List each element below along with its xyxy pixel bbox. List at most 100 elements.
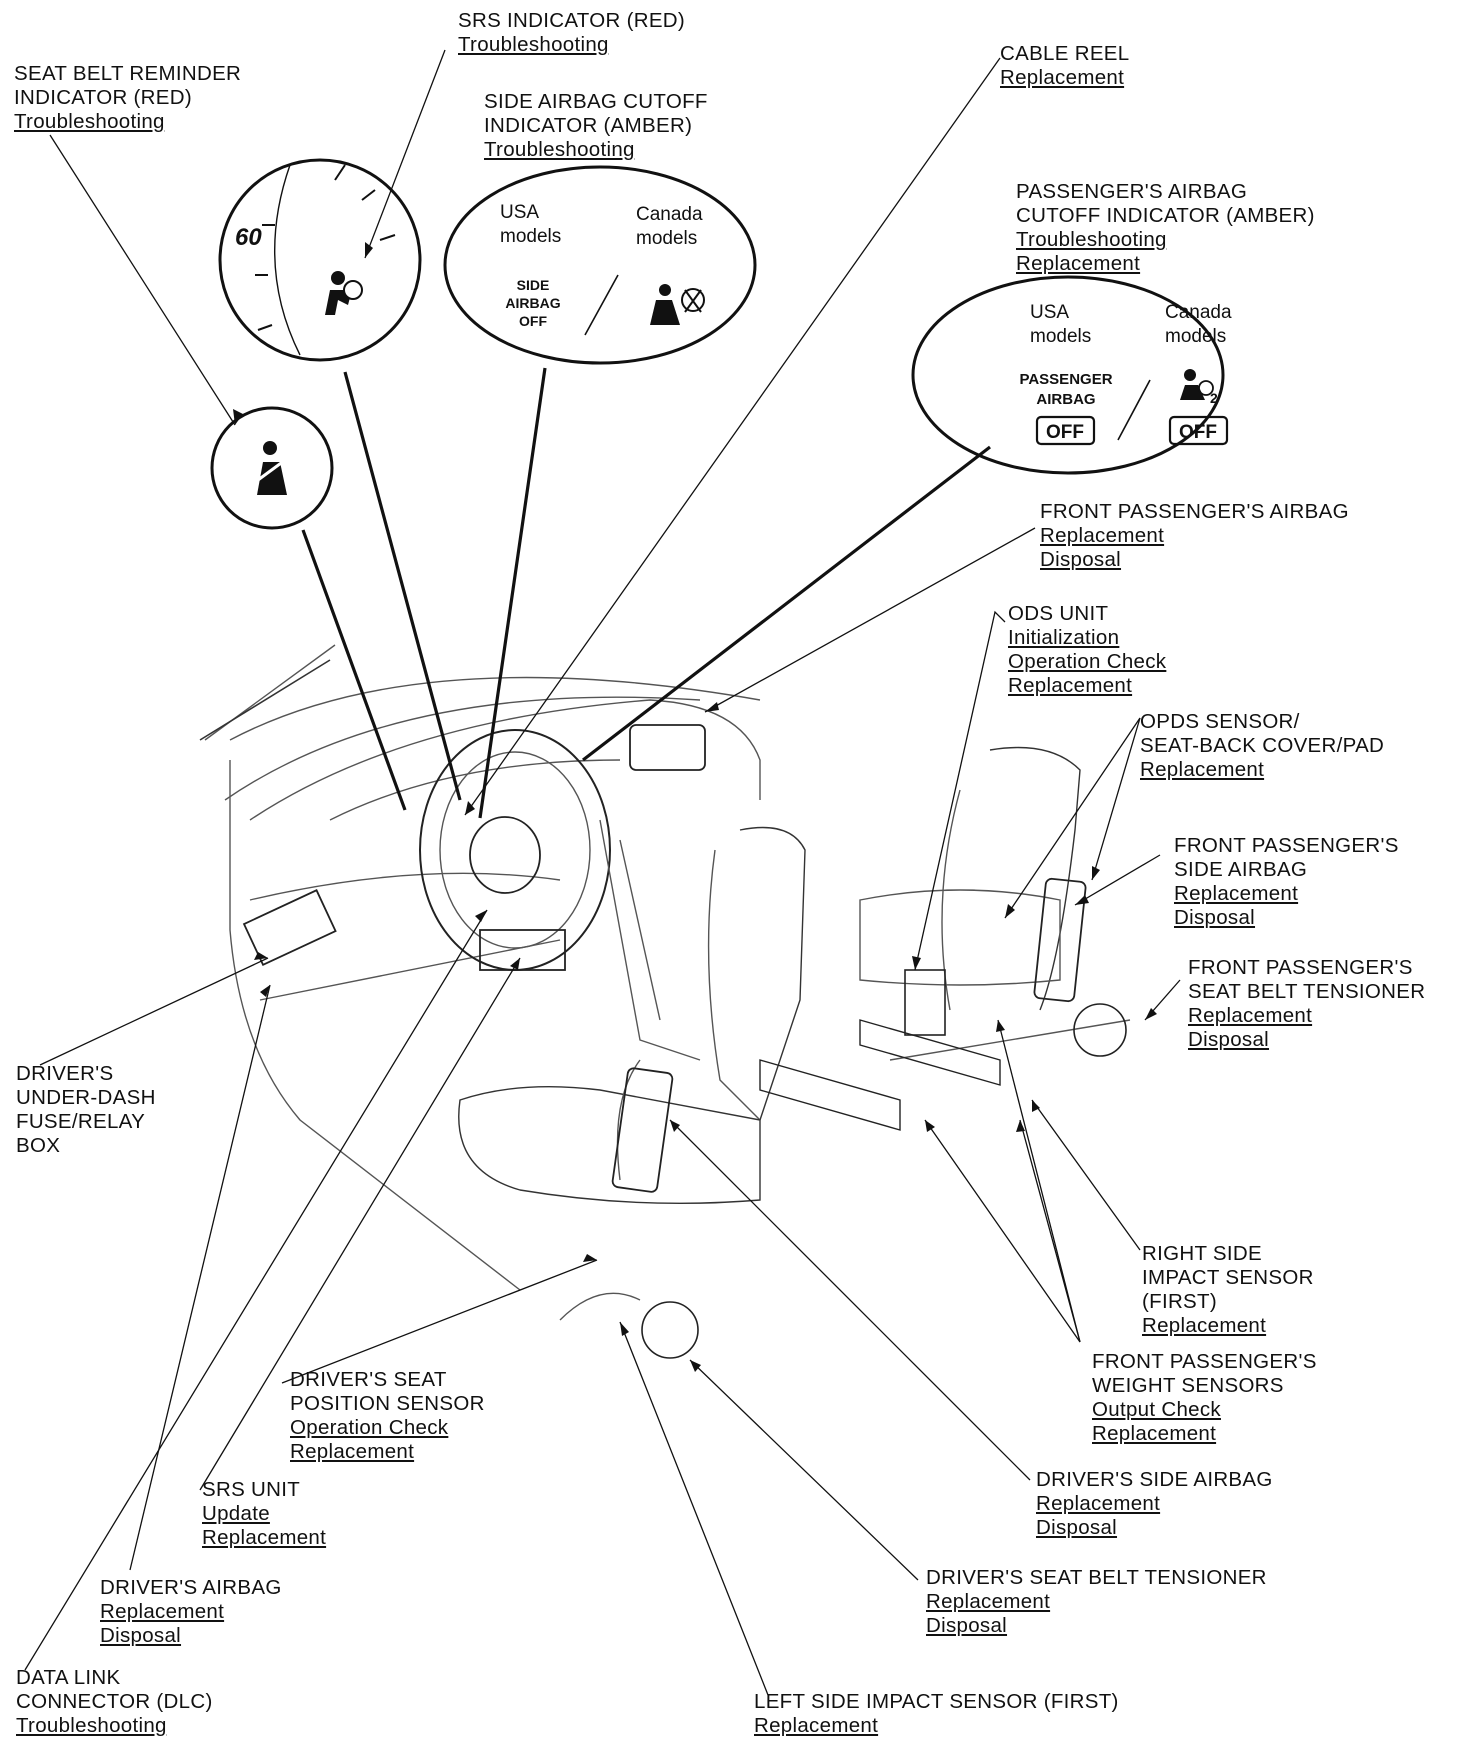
indicator-leader-lines bbox=[301, 367, 991, 819]
leader-lines bbox=[24, 49, 1181, 1696]
link-troubleshooting[interactable]: Troubleshooting bbox=[16, 1714, 167, 1737]
canada-subscript: 2 bbox=[1210, 390, 1218, 406]
title-line: CONNECTOR (DLC) bbox=[16, 1690, 213, 1713]
label-front-passenger-weight-sensors: FRONT PASSENGER'S WEIGHT SENSORS Output … bbox=[1092, 1350, 1317, 1446]
title-line: PASSENGER'S AIRBAG bbox=[1016, 180, 1248, 203]
title-line: DATA LINK bbox=[16, 1666, 121, 1689]
link-replacement[interactable]: Replacement bbox=[754, 1714, 879, 1737]
title-line: INDICATOR (RED) bbox=[14, 86, 192, 109]
link-operation-check[interactable]: Operation Check bbox=[290, 1416, 449, 1439]
link-replacement[interactable]: Replacement bbox=[290, 1440, 415, 1463]
passenger-airbag-line1: PASSENGER bbox=[1019, 371, 1112, 388]
link-replacement[interactable]: Replacement bbox=[100, 1600, 225, 1623]
title-line: FRONT PASSENGER'S bbox=[1188, 956, 1413, 979]
title-line: DRIVER'S SEAT bbox=[290, 1368, 447, 1391]
instrument-gauge-circle: 60 bbox=[218, 158, 422, 362]
title-line: IMPACT SENSOR bbox=[1142, 1266, 1314, 1289]
title-line: FRONT PASSENGER'S bbox=[1174, 834, 1399, 857]
pass-canada-line2: models bbox=[1165, 326, 1226, 347]
arrowheads bbox=[233, 242, 1157, 1372]
link-replacement[interactable]: Replacement bbox=[926, 1590, 1051, 1613]
link-disposal[interactable]: Disposal bbox=[926, 1614, 1008, 1637]
pass-canada-line1: Canada bbox=[1165, 302, 1232, 323]
title-line: CUTOFF INDICATOR (AMBER) bbox=[1016, 204, 1315, 227]
pass-usa-line1: USA bbox=[1030, 302, 1069, 323]
side-airbag-off-line3: OFF bbox=[519, 313, 547, 329]
link-disposal[interactable]: Disposal bbox=[1036, 1516, 1118, 1539]
link-disposal[interactable]: Disposal bbox=[1174, 906, 1256, 929]
label-side-airbag-cutoff-indicator: SIDE AIRBAG CUTOFF INDICATOR (AMBER) Tro… bbox=[484, 90, 708, 162]
label-cable-reel: CABLE REEL Replacement bbox=[1000, 42, 1129, 90]
title-line: FRONT PASSENGER'S AIRBAG bbox=[1040, 500, 1349, 523]
title-line: CABLE REEL bbox=[1000, 42, 1130, 65]
link-replacement[interactable]: Replacement bbox=[1016, 252, 1141, 275]
title-line: LEFT SIDE IMPACT SENSOR (FIRST) bbox=[754, 1690, 1119, 1713]
label-drivers-seat-position-sensor: DRIVER'S SEAT POSITION SENSOR Operation … bbox=[290, 1368, 485, 1464]
label-data-link-connector: DATA LINK CONNECTOR (DLC) Troubleshootin… bbox=[16, 1666, 213, 1738]
pass-usa-line2: models bbox=[1030, 326, 1091, 347]
title-line: UNDER-DASH bbox=[16, 1086, 156, 1109]
title-line: POSITION SENSOR bbox=[290, 1392, 485, 1415]
title-line: RIGHT SIDE bbox=[1142, 1242, 1262, 1265]
link-disposal[interactable]: Disposal bbox=[1040, 548, 1122, 571]
title-line: FUSE/RELAY bbox=[16, 1110, 146, 1133]
link-replacement[interactable]: Replacement bbox=[1092, 1422, 1217, 1445]
link-operation-check[interactable]: Operation Check bbox=[1008, 650, 1167, 673]
link-troubleshooting[interactable]: Troubleshooting bbox=[14, 110, 165, 133]
link-troubleshooting[interactable]: Troubleshooting bbox=[484, 138, 635, 161]
title-line: (FIRST) bbox=[1142, 1290, 1217, 1313]
title-line: SEAT-BACK COVER/PAD bbox=[1140, 734, 1385, 757]
label-drivers-airbag: DRIVER'S AIRBAG Replacement Disposal bbox=[100, 1576, 282, 1648]
label-front-passenger-belt-tensioner: FRONT PASSENGER'S SEAT BELT TENSIONER Re… bbox=[1188, 956, 1425, 1052]
label-front-passenger-airbag: FRONT PASSENGER'S AIRBAG Replacement Dis… bbox=[1040, 500, 1349, 572]
side-airbag-off-line2: AIRBAG bbox=[505, 295, 560, 311]
link-initialization[interactable]: Initialization bbox=[1008, 626, 1120, 649]
link-update[interactable]: Update bbox=[202, 1502, 270, 1525]
side-usa-line2: models bbox=[500, 226, 561, 247]
label-left-side-impact-sensor: LEFT SIDE IMPACT SENSOR (FIRST) Replacem… bbox=[754, 1690, 1119, 1738]
label-seat-belt-reminder-indicator: SEAT BELT REMINDER INDICATOR (RED) Troub… bbox=[14, 62, 241, 134]
label-srs-indicator: SRS INDICATOR (RED) Troubleshooting bbox=[458, 9, 685, 57]
label-right-side-impact-sensor: RIGHT SIDE IMPACT SENSOR (FIRST) Replace… bbox=[1142, 1242, 1314, 1338]
label-opds-sensor: OPDS SENSOR/ SEAT-BACK COVER/PAD Replace… bbox=[1140, 710, 1384, 782]
title-line: DRIVER'S bbox=[16, 1062, 114, 1085]
side-usa-line1: USA bbox=[500, 202, 539, 223]
title-line: SRS INDICATOR (RED) bbox=[458, 9, 686, 32]
srs-indicator-icon bbox=[325, 271, 363, 315]
link-disposal[interactable]: Disposal bbox=[1188, 1028, 1270, 1051]
side-airbag-off-line1: SIDE bbox=[517, 277, 550, 293]
link-replacement[interactable]: Replacement bbox=[1036, 1492, 1161, 1515]
link-replacement[interactable]: Replacement bbox=[1040, 524, 1165, 547]
link-replacement[interactable]: Replacement bbox=[1140, 758, 1265, 781]
title-line: WEIGHT SENSORS bbox=[1092, 1374, 1284, 1397]
title-line: SRS UNIT bbox=[202, 1478, 301, 1501]
link-troubleshooting[interactable]: Troubleshooting bbox=[458, 33, 609, 56]
title-line: BOX bbox=[16, 1134, 61, 1157]
link-replacement[interactable]: Replacement bbox=[1188, 1004, 1313, 1027]
side-airbag-canada-icon bbox=[650, 284, 705, 325]
link-output-check[interactable]: Output Check bbox=[1092, 1398, 1221, 1421]
link-replacement[interactable]: Replacement bbox=[202, 1526, 327, 1549]
title-line: SEAT BELT TENSIONER bbox=[1188, 980, 1426, 1003]
label-drivers-seat-belt-tensioner: DRIVER'S SEAT BELT TENSIONER Replacement… bbox=[926, 1566, 1267, 1638]
off-usa-label: OFF bbox=[1046, 422, 1084, 443]
link-replacement[interactable]: Replacement bbox=[1000, 66, 1125, 89]
seat-belt-reminder-circle bbox=[210, 406, 334, 530]
title-line: SIDE AIRBAG CUTOFF bbox=[484, 90, 708, 113]
link-replacement[interactable]: Replacement bbox=[1142, 1314, 1267, 1337]
link-disposal[interactable]: Disposal bbox=[100, 1624, 182, 1647]
link-replacement[interactable]: Replacement bbox=[1174, 882, 1299, 905]
link-troubleshooting[interactable]: Troubleshooting bbox=[1016, 228, 1167, 251]
title-line: DRIVER'S SEAT BELT TENSIONER bbox=[926, 1566, 1267, 1589]
link-replacement[interactable]: Replacement bbox=[1008, 674, 1133, 697]
title-line: ODS UNIT bbox=[1008, 602, 1109, 625]
label-ods-unit: ODS UNIT Initialization Operation Check … bbox=[1008, 602, 1166, 698]
title-line: SIDE AIRBAG bbox=[1174, 858, 1308, 881]
